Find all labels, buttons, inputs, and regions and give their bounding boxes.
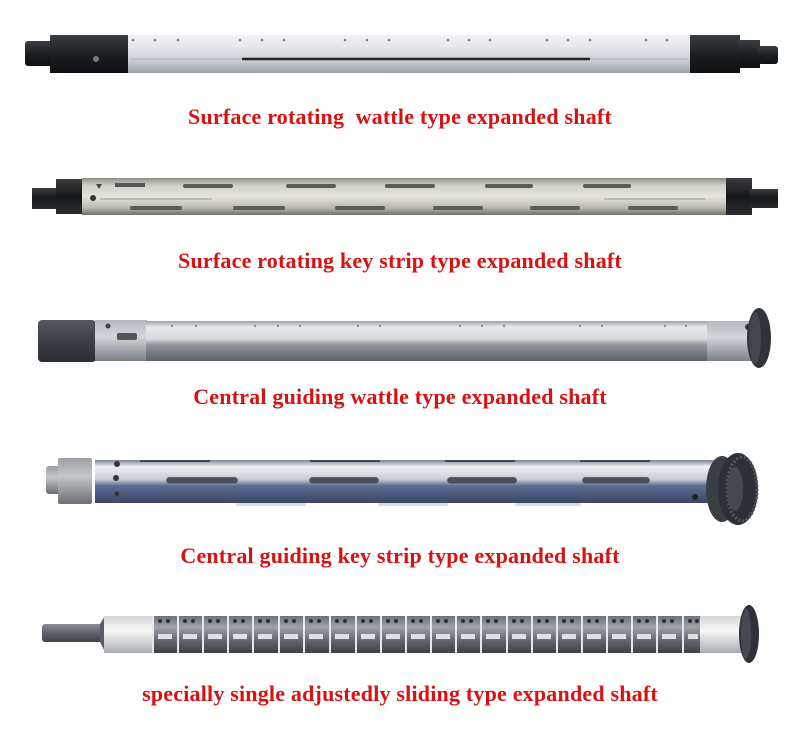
caption-surface-rotating-key-strip: Surface rotating key strip type expanded… — [178, 248, 622, 273]
shaft-image-surface-rotating-wattle — [0, 30, 800, 80]
shaft-image-single-adjustedly-sliding — [0, 600, 800, 665]
shaft-image-central-guiding-wattle — [0, 305, 800, 370]
caption-central-guiding-wattle: Central guiding wattle type expanded sha… — [193, 384, 607, 409]
caption-central-guiding-key-strip: Central guiding key strip type expanded … — [180, 543, 620, 568]
shaft-image-surface-rotating-key-strip — [0, 175, 800, 220]
shaft-image-central-guiding-key-strip — [0, 450, 800, 530]
caption-surface-rotating-wattle: Surface rotating wattle type expanded sh… — [188, 104, 612, 129]
caption-single-adjustedly-sliding: specially single adjustedly sliding type… — [142, 681, 658, 706]
